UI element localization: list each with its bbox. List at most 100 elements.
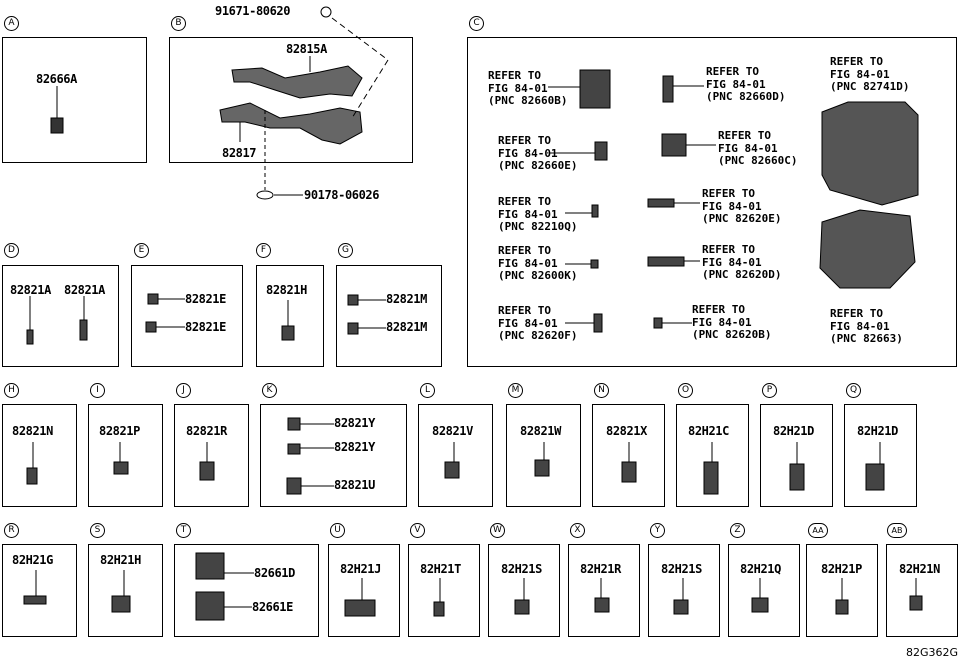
part-number-82h21t: 82H21T xyxy=(420,562,461,576)
section-label-q: Q xyxy=(846,383,861,398)
section-box-l xyxy=(418,404,493,507)
part-number-82821e-2: 82821E xyxy=(185,320,226,334)
section-box-aa xyxy=(806,544,878,637)
ref-82663: REFER TO FIG 84-01 (PNC 82663) xyxy=(830,307,903,345)
part-number-82h21s-1: 82H21S xyxy=(501,562,542,576)
section-box-s xyxy=(88,544,163,637)
part-number-82821u: 82821U xyxy=(334,478,375,492)
section-label-g: G xyxy=(338,243,353,258)
section-label-x: X xyxy=(570,523,585,538)
section-label-r: R xyxy=(4,523,19,538)
section-label-aa: AA xyxy=(808,523,828,538)
part-number-82h21d-1: 82H21D xyxy=(773,424,814,438)
section-box-a xyxy=(2,37,147,163)
section-box-k xyxy=(260,404,407,507)
bolt-icon xyxy=(320,6,332,18)
section-box-f xyxy=(256,265,324,367)
section-box-w xyxy=(488,544,560,637)
section-label-a: A xyxy=(4,16,19,31)
part-number-82817: 82817 xyxy=(222,146,257,160)
section-box-p xyxy=(760,404,833,507)
part-number-82821m-1: 82821M xyxy=(386,292,427,306)
part-number-82h21d-2: 82H21D xyxy=(857,424,898,438)
section-label-k: K xyxy=(262,383,277,398)
part-number-82815a: 82815A xyxy=(286,42,327,56)
part-number-82821e-1: 82821E xyxy=(185,292,226,306)
section-box-c xyxy=(467,37,957,367)
part-number-bolt: 91671-80620 xyxy=(215,4,291,18)
part-number-82h21r: 82H21R xyxy=(580,562,621,576)
part-82741d-shape xyxy=(821,101,919,206)
part-number-82821y-2: 82821Y xyxy=(334,440,375,454)
part-number-82661e: 82661E xyxy=(252,600,293,614)
section-label-m: M xyxy=(508,383,523,398)
section-label-f: F xyxy=(256,243,271,258)
section-box-x xyxy=(568,544,640,637)
part-number-82821a-1: 82821A xyxy=(10,283,51,297)
section-box-t xyxy=(174,544,319,637)
section-label-c: C xyxy=(469,16,484,31)
section-box-m xyxy=(506,404,581,507)
section-label-b: B xyxy=(171,16,186,31)
section-label-u: U xyxy=(330,523,345,538)
part-number-82h21n: 82H21N xyxy=(899,562,940,576)
section-label-h: H xyxy=(4,383,19,398)
section-box-j xyxy=(174,404,249,507)
section-box-d xyxy=(2,265,119,367)
section-box-ab xyxy=(886,544,958,637)
part-number-82821y-1: 82821Y xyxy=(334,416,375,430)
part-number-82h21c: 82H21C xyxy=(688,424,729,438)
part-number-82h21h: 82H21H xyxy=(100,553,141,567)
part-82663-shape xyxy=(819,209,916,289)
section-box-b xyxy=(169,37,413,163)
part-82666a-shape xyxy=(50,117,64,134)
section-label-d: D xyxy=(4,243,19,258)
section-box-z xyxy=(728,544,800,637)
section-box-y xyxy=(648,544,720,637)
ref-82660e: REFER TO FIG 84-01 (PNC 82660E) xyxy=(498,134,578,172)
part-number-82h21s-2: 82H21S xyxy=(661,562,702,576)
part-number-82821p: 82821P xyxy=(99,424,140,438)
section-box-v xyxy=(408,544,480,637)
section-label-p: P xyxy=(762,383,777,398)
section-label-i: I xyxy=(90,383,105,398)
section-label-n: N xyxy=(594,383,609,398)
part-number-82821x: 82821X xyxy=(606,424,647,438)
section-box-o xyxy=(676,404,749,507)
section-box-h xyxy=(2,404,77,507)
part-number-82h21g: 82H21G xyxy=(12,553,53,567)
ref-82660d: REFER TO FIG 84-01 (PNC 82660D) xyxy=(706,65,786,103)
section-label-v: V xyxy=(410,523,425,538)
ref-82741d: REFER TO FIG 84-01 (PNC 82741D) xyxy=(830,55,910,93)
part-number-82h21p: 82H21P xyxy=(821,562,862,576)
section-label-t: T xyxy=(176,523,191,538)
diagram-code: 82G362G xyxy=(906,646,959,659)
part-number-82h21j: 82H21J xyxy=(340,562,381,576)
part-82817-shape xyxy=(219,102,363,145)
ref-82620b: REFER TO FIG 84-01 (PNC 82620B) xyxy=(692,303,772,341)
ref-82620e: REFER TO FIG 84-01 (PNC 82620E) xyxy=(702,187,782,225)
part-number-82821v: 82821V xyxy=(432,424,473,438)
section-label-ab: AB xyxy=(887,523,907,538)
part-number-82821m-2: 82821M xyxy=(386,320,427,334)
section-label-w: W xyxy=(490,523,505,538)
part-number-82821h: 82821H xyxy=(266,283,307,297)
ref-82210q: REFER TO FIG 84-01 (PNC 82210Q) xyxy=(498,195,578,233)
part-number-82821a-2: 82821A xyxy=(64,283,105,297)
ref-82600k: REFER TO FIG 84-01 (PNC 82600K) xyxy=(498,244,578,282)
section-label-j: J xyxy=(176,383,191,398)
section-label-e: E xyxy=(134,243,149,258)
section-label-o: O xyxy=(678,383,693,398)
section-box-i xyxy=(88,404,163,507)
ref-82660c: REFER TO FIG 84-01 (PNC 82660C) xyxy=(718,129,798,167)
section-label-y: Y xyxy=(650,523,665,538)
section-label-s: S xyxy=(90,523,105,538)
section-label-z: Z xyxy=(730,523,745,538)
part-number-82821w: 82821W xyxy=(520,424,561,438)
part-number-82h21q: 82H21Q xyxy=(740,562,781,576)
ref-82620d: REFER TO FIG 84-01 (PNC 82620D) xyxy=(702,243,782,281)
section-box-e xyxy=(131,265,243,367)
section-box-g xyxy=(336,265,442,367)
part-number-82821r: 82821R xyxy=(186,424,227,438)
